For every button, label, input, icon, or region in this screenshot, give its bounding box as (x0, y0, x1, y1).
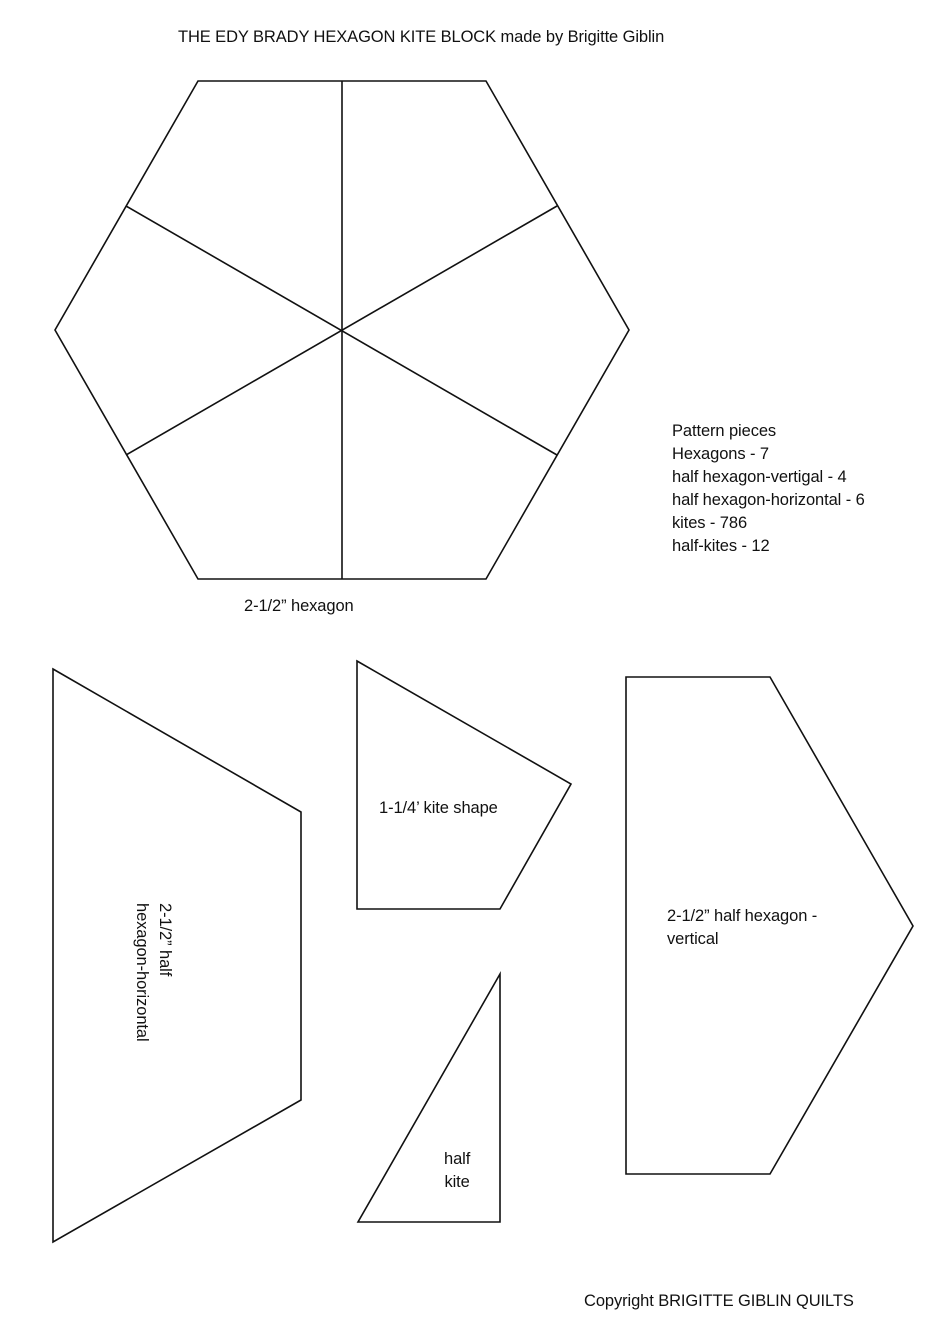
pattern-pieces-list: Pattern pieces Hexagons - 7 half hexagon… (672, 420, 865, 558)
hexagon-label: 2-1/2” hexagon (244, 597, 354, 615)
pattern-piece-item: Hexagons - 7 (672, 445, 769, 463)
pattern-piece-item: half hexagon-vertigal - 4 (672, 468, 847, 486)
half-hexagon-horizontal-label-line2: hexagon-horizontal (133, 903, 151, 1042)
pattern-piece-item: half-kites - 12 (672, 537, 770, 555)
half-kite-label-line2: kite (444, 1173, 470, 1191)
half-hexagon-vertical-label-line1: 2-1/2” half hexagon - (667, 907, 818, 925)
half-hexagon-horizontal-label-line1: 2-1/2” half (156, 903, 174, 977)
half-hexagon-horizontal-label: 2-1/2” half hexagon-horizontal (130, 903, 176, 1042)
pattern-piece-item: kites - 786 (672, 514, 748, 532)
hexagon-outline (54, 80, 630, 580)
kite-template (356, 659, 573, 910)
hexagon-divider-diagonal-2 (125, 205, 558, 456)
half-kite-label-line1: half (444, 1150, 471, 1168)
kite-label: 1-1/4’ kite shape (379, 799, 498, 817)
half-hexagon-vertical-label-line2: vertical (667, 930, 719, 948)
document-title: THE EDY BRADY HEXAGON KITE BLOCK made by… (178, 28, 665, 46)
hexagon-template (54, 80, 630, 580)
pattern-pieces-heading: Pattern pieces (672, 422, 777, 440)
half-kite-label: half kite (444, 1148, 470, 1194)
half-hexagon-vertical-label: 2-1/2” half hexagon - vertical (667, 905, 817, 951)
half-kite-template (356, 970, 501, 1223)
half-hexagon-vertical-template (625, 676, 914, 1175)
half-hexagon-horizontal-template (52, 667, 302, 1244)
pattern-piece-item: half hexagon-horizontal - 6 (672, 491, 865, 509)
copyright-notice: Copyright BRIGITTE GIBLIN QUILTS (584, 1292, 854, 1310)
